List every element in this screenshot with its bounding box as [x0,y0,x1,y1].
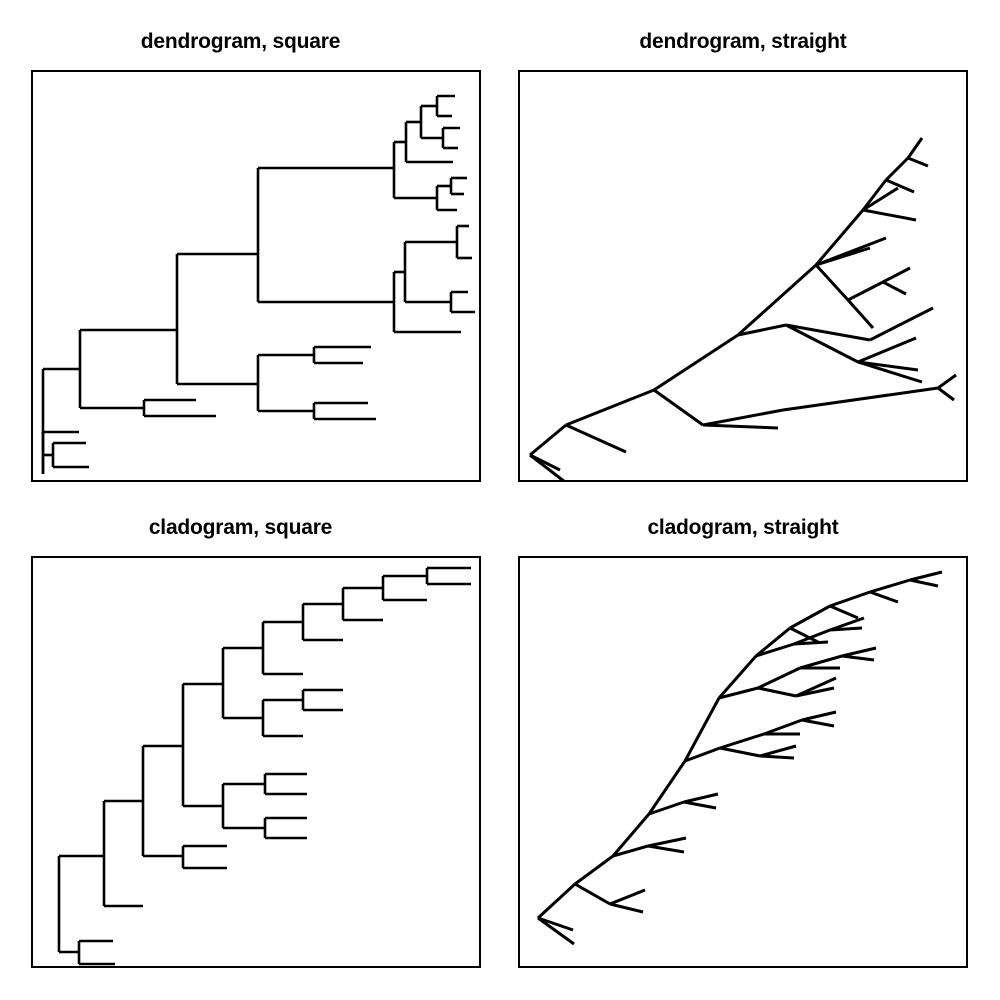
plot-border-cladogram-square [31,556,481,968]
panel-title-cladogram-square: cladogram, square [148,516,333,539]
panel-cladogram-straight: cladogram, straight [487,486,1000,1000]
panel-cladogram-square: cladogram, square [0,486,481,1000]
panel-title-dendrogram-straight: dendrogram, straight [639,30,847,53]
panel-dendrogram-square: dendrogram, square [0,0,481,490]
tree-dendrogram-square [41,94,475,474]
tree-cladogram-square [57,566,471,966]
panel-title-dendrogram-square: dendrogram, square [140,30,341,53]
panel-dendrogram-straight: dendrogram, straight [487,0,1000,490]
panel-title-cladogram-straight: cladogram, straight [647,516,839,539]
tree-dendrogram-straight [529,137,957,482]
plot-border-cladogram-straight [518,556,968,968]
tree-cladogram-straight [536,570,943,946]
